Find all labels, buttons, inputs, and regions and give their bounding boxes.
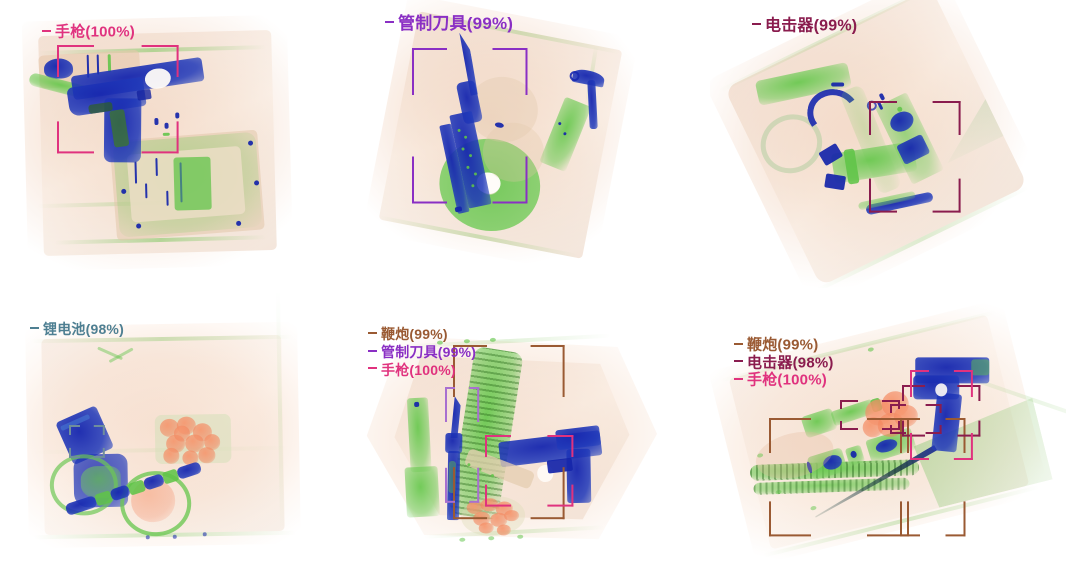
- detection-label[interactable]: 管制刀具(99%): [368, 343, 476, 361]
- detection-box-firework[interactable]: [900, 418, 965, 536]
- label-dash: [368, 331, 377, 334]
- detection-box-knife[interactable]: [412, 48, 527, 203]
- detection-label[interactable]: 管制刀具(99%): [385, 14, 513, 32]
- xray-panel-multi-firework-stun-gun[interactable]: 鞭炮(99%) 电击器(98%) 手枪(100%): [710, 288, 1066, 575]
- detection-box-firework[interactable]: [769, 418, 909, 536]
- detection-box-lithium-battery[interactable]: [69, 425, 105, 458]
- detection-label[interactable]: 鞭炮(99%): [368, 325, 476, 343]
- detection-box-handgun[interactable]: [485, 435, 573, 507]
- detection-box-stun-gun[interactable]: [902, 385, 980, 437]
- label-dash: [734, 377, 743, 380]
- xray-panel-lithium-battery[interactable]: 锂电池(98%): [0, 288, 355, 575]
- label-text: 电击器(99%): [765, 17, 858, 35]
- label-text: 管制刀具(99%): [381, 343, 477, 360]
- detection-box-stun-gun[interactable]: [869, 101, 961, 213]
- detection-label-group: 手枪(100%): [42, 23, 135, 41]
- label-dash: [30, 326, 39, 329]
- detection-box-firework[interactable]: [453, 345, 565, 519]
- detection-label[interactable]: 手枪(100%): [368, 361, 476, 379]
- label-text: 锂电池(98%): [43, 320, 124, 337]
- label-text: 手枪(100%): [747, 371, 827, 389]
- detection-label[interactable]: 锂电池(98%): [30, 320, 124, 338]
- detection-label[interactable]: 手枪(100%): [734, 371, 834, 389]
- label-text: 电击器(98%): [747, 354, 834, 372]
- label-text: 手枪(100%): [55, 23, 135, 41]
- detection-box-knife[interactable]: [445, 387, 479, 503]
- label-dash: [734, 360, 743, 363]
- detection-box-stun-gun[interactable]: [890, 404, 942, 434]
- detection-box-stun-gun[interactable]: [840, 400, 900, 430]
- detection-label-group: 鞭炮(99%) 电击器(98%) 手枪(100%): [734, 336, 834, 389]
- xray-panel-knife-disc[interactable]: 管制刀具(99%): [355, 0, 710, 288]
- detection-label[interactable]: 电击器(99%): [752, 17, 857, 34]
- detection-label-group: 电击器(99%): [752, 17, 857, 34]
- label-dash: [385, 21, 394, 24]
- label-dash: [752, 23, 761, 26]
- detection-label[interactable]: 电击器(98%): [734, 354, 834, 372]
- detection-box-handgun[interactable]: [57, 45, 179, 153]
- label-dash: [368, 367, 377, 370]
- xray-panel-multi-firework-knife-gun[interactable]: 鞭炮(99%) 管制刀具(99%) 手枪(100%): [355, 288, 710, 575]
- xray-panel-stun-gun[interactable]: 电击器(99%): [710, 0, 1066, 288]
- label-dash: [368, 349, 377, 352]
- detection-label-group: 锂电池(98%): [30, 320, 124, 338]
- label-text: 管制刀具(99%): [398, 14, 514, 34]
- xray-panel-handgun-tablet[interactable]: 手枪(100%): [0, 0, 355, 288]
- label-dash: [42, 29, 51, 32]
- detection-label-group: 管制刀具(99%): [385, 14, 513, 32]
- detection-label[interactable]: 鞭炮(99%): [734, 336, 834, 354]
- baggage-xray-image: [25, 290, 301, 549]
- label-dash: [734, 342, 743, 345]
- label-text: 鞭炮(99%): [381, 325, 448, 342]
- detection-label[interactable]: 手枪(100%): [42, 23, 135, 41]
- label-text: 鞭炮(99%): [747, 336, 819, 354]
- detection-box-handgun[interactable]: [910, 370, 973, 460]
- detection-label-group: 鞭炮(99%) 管制刀具(99%) 手枪(100%): [368, 325, 476, 378]
- label-text: 手枪(100%): [381, 361, 456, 378]
